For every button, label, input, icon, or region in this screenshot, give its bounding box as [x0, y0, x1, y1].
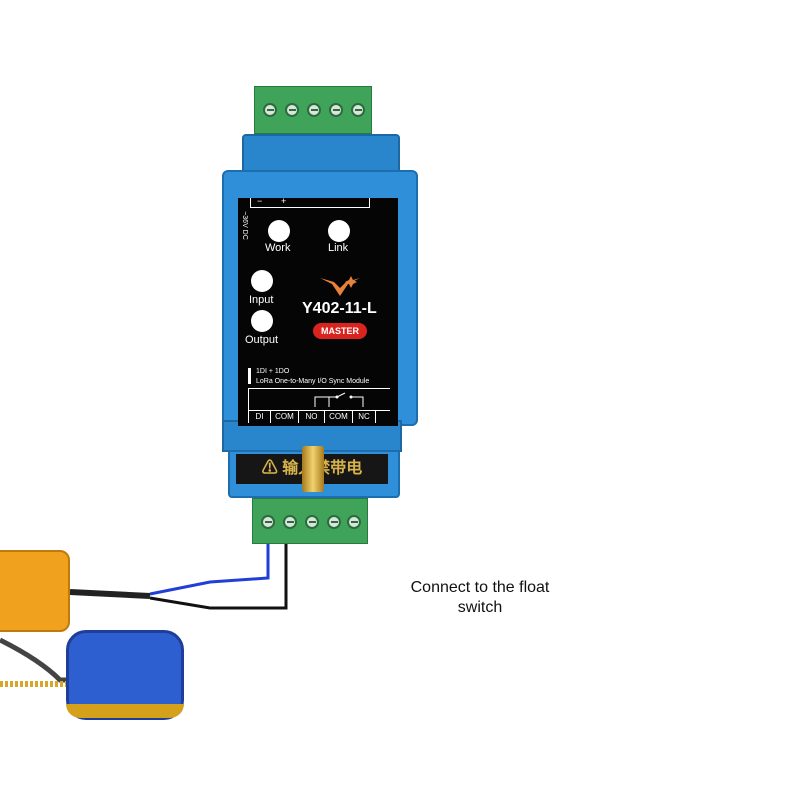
float-weight: [0, 550, 70, 632]
io-spec-label: 1DI + 1DO: [256, 368, 290, 375]
link-label: Link: [328, 242, 349, 254]
input-led-icon: [251, 270, 273, 292]
relay-contact-icon: [314, 392, 364, 407]
terminal-label-com-1: COM: [270, 411, 298, 423]
black-wire: [149, 542, 288, 610]
screw-icon: [351, 103, 365, 117]
link-led-icon: [328, 220, 350, 242]
blue-wire: [149, 542, 270, 596]
io-terminal-labels: DI COM NO COM NC: [248, 410, 390, 424]
top-terminal-block: [254, 86, 372, 134]
output-label: Output: [245, 334, 279, 346]
terminal-label-nc: NC: [352, 411, 376, 423]
input-label: Input: [249, 294, 274, 306]
float-cable: [69, 589, 151, 599]
supply-voltage-label: ~36V DC: [240, 211, 248, 240]
screw-icon: [305, 515, 319, 529]
bottom-terminal-block: [252, 498, 368, 544]
terminal-label-com-2: COM: [324, 411, 352, 423]
minus-label: −: [257, 196, 263, 206]
screw-icon: [283, 515, 297, 529]
terminal-label-di: DI: [248, 411, 270, 423]
float-switch-caption: Connect to the float switch: [410, 579, 550, 616]
float-switch-rim: [66, 704, 184, 718]
screw-icon: [263, 103, 277, 117]
brand-logo-icon: [320, 276, 360, 296]
terminal-label-no: NO: [298, 411, 324, 423]
output-led-icon: [251, 310, 273, 332]
work-label: Work: [265, 242, 291, 254]
screw-icon: [347, 515, 361, 529]
front-panel: − + ~36V DC Work Link Input Output Y402-…: [238, 196, 398, 426]
plus-label: +: [281, 196, 287, 206]
screw-icon: [327, 515, 341, 529]
lower-cable: [0, 637, 100, 683]
relay-diagram: [248, 388, 390, 410]
antenna-connector: [302, 446, 324, 492]
housing-top-cap: [242, 134, 400, 172]
spec-marker: [248, 368, 251, 384]
screw-icon: [285, 103, 299, 117]
module-description: LoRa One-to-Many I/O Sync Module: [256, 378, 370, 385]
screw-icon: [307, 103, 321, 117]
work-led-icon: [268, 220, 290, 242]
screw-icon: [261, 515, 275, 529]
master-badge: MASTER: [313, 323, 367, 339]
model-name: Y402-11-L: [302, 300, 377, 317]
screw-icon: [329, 103, 343, 117]
supply-terminal-row: − +: [250, 196, 370, 208]
